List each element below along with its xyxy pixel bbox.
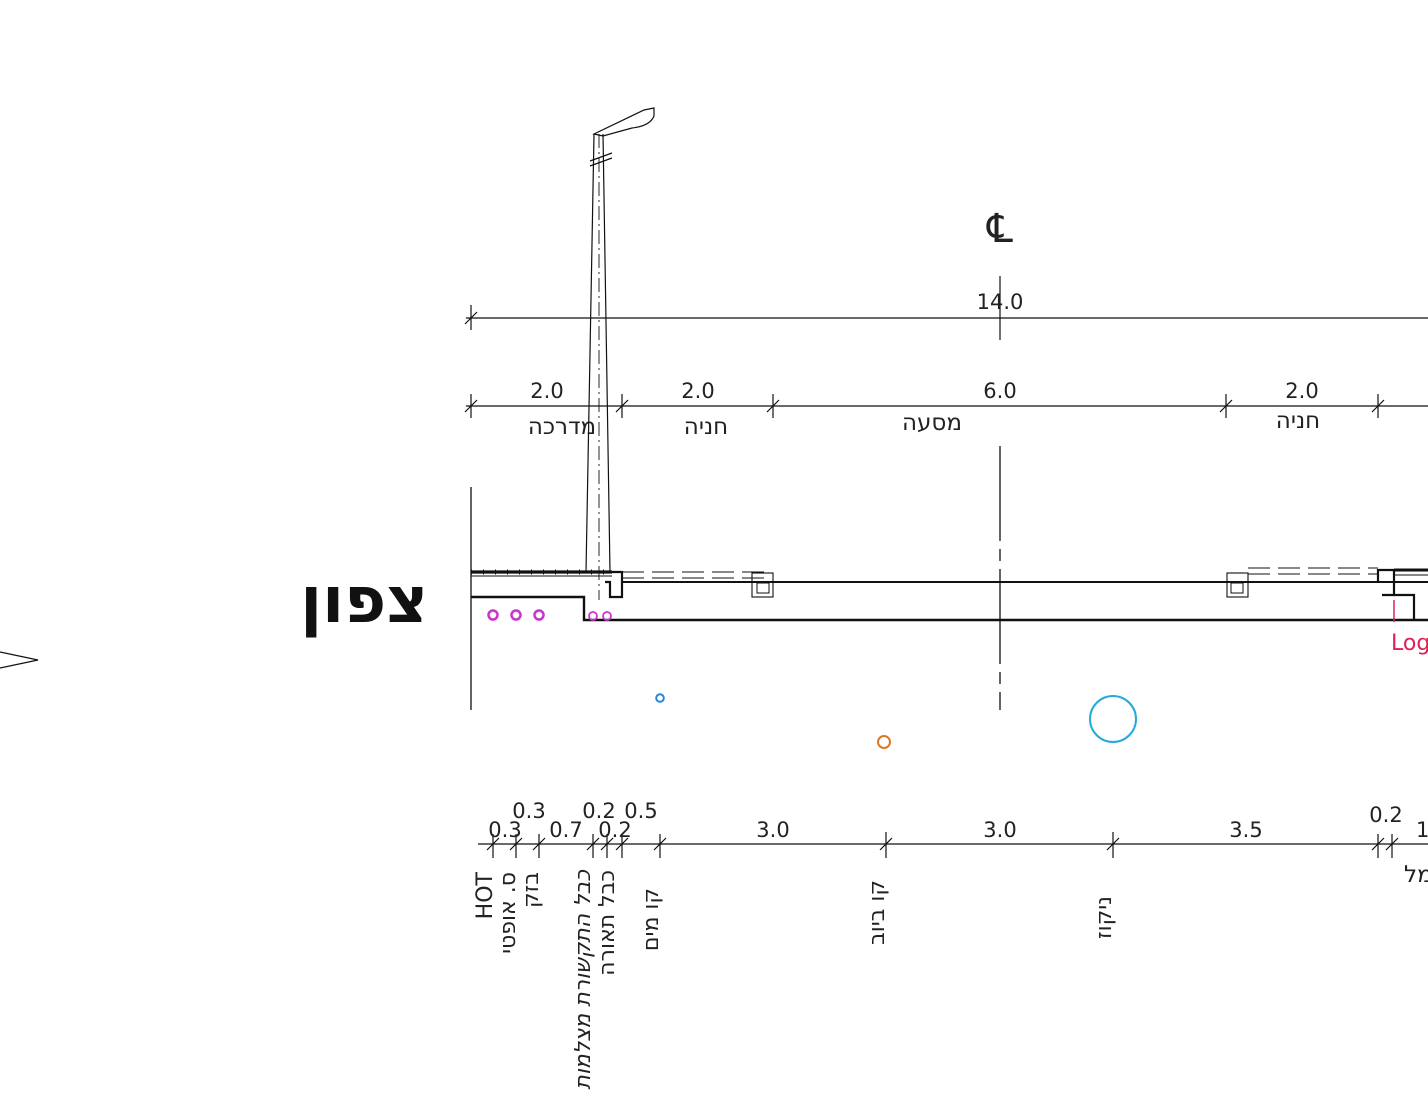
sewer-pipe-icon <box>877 735 891 749</box>
drainage-pipe-icon <box>1089 695 1137 743</box>
road-cross-section <box>471 567 1428 622</box>
partial-red-label: Log <box>1391 631 1428 656</box>
dim-cctv-light-lower: 0.2 <box>598 818 631 842</box>
dim-bezeq-cctv: 0.7 <box>549 818 582 842</box>
dim-hot-optic-lower: 0.3 <box>488 818 521 842</box>
dim-sewer-drainage: 3.0 <box>983 818 1016 842</box>
bezeq-conduit-icon <box>533 609 545 621</box>
partial-right-word: מל <box>1404 862 1428 888</box>
hot-conduit-icon <box>487 609 499 621</box>
dim-right-curb: 0.2 <box>1369 803 1402 827</box>
label-lighting-cable: כבל תאורה <box>595 870 620 976</box>
parking-right-width: 2.0 <box>1285 379 1318 403</box>
utility-dimension-line <box>478 832 1428 858</box>
dim-hot-optic-upper: 0.3 <box>512 799 545 823</box>
boundary-lines <box>470 446 1001 710</box>
lighting-cable-icon <box>602 611 612 621</box>
cctv-cable-icon <box>588 611 598 621</box>
parking-left-label: חניה <box>684 414 728 440</box>
north-arrow-icon <box>0 651 39 669</box>
label-bezeq: בזק <box>519 872 544 908</box>
dim-drainage-curb: 3.5 <box>1229 818 1262 842</box>
water-pipe-icon <box>655 693 665 703</box>
dim-water-sewer: 3.0 <box>756 818 789 842</box>
sidewalk-left-label: מדרכה <box>528 414 596 440</box>
centerline-symbol: ℄ <box>986 206 1013 252</box>
road-width: 6.0 <box>983 379 1016 403</box>
dim-cctv-light-upper: 0.2 <box>582 799 615 823</box>
utility-symbols <box>487 609 1137 749</box>
label-cctv-cable: כבל התקשורת מצלמות <box>571 870 596 1090</box>
road-label: מסעה <box>902 410 962 436</box>
label-sewer: קו ביוב <box>865 880 890 945</box>
sidewalk-left-width: 2.0 <box>530 379 563 403</box>
street-light-pole <box>585 107 655 600</box>
label-water: קו מים <box>639 888 664 951</box>
dim-curb-water: 0.5 <box>624 799 657 823</box>
label-optic: ס. אופטי <box>496 872 521 954</box>
partial-right-number: 1 <box>1416 818 1428 842</box>
parking-right-label: חניה <box>1276 408 1320 434</box>
section-widths-dimension <box>464 394 1428 418</box>
label-drainage: ניקוז <box>1092 896 1117 939</box>
total-width-dimension <box>464 276 1428 340</box>
optic-conduit-icon <box>510 609 522 621</box>
total-width-value: 14.0 <box>977 290 1024 314</box>
label-hot: HOT <box>473 871 498 919</box>
parking-left-width: 2.0 <box>681 379 714 403</box>
north-label: צפון <box>300 564 428 638</box>
